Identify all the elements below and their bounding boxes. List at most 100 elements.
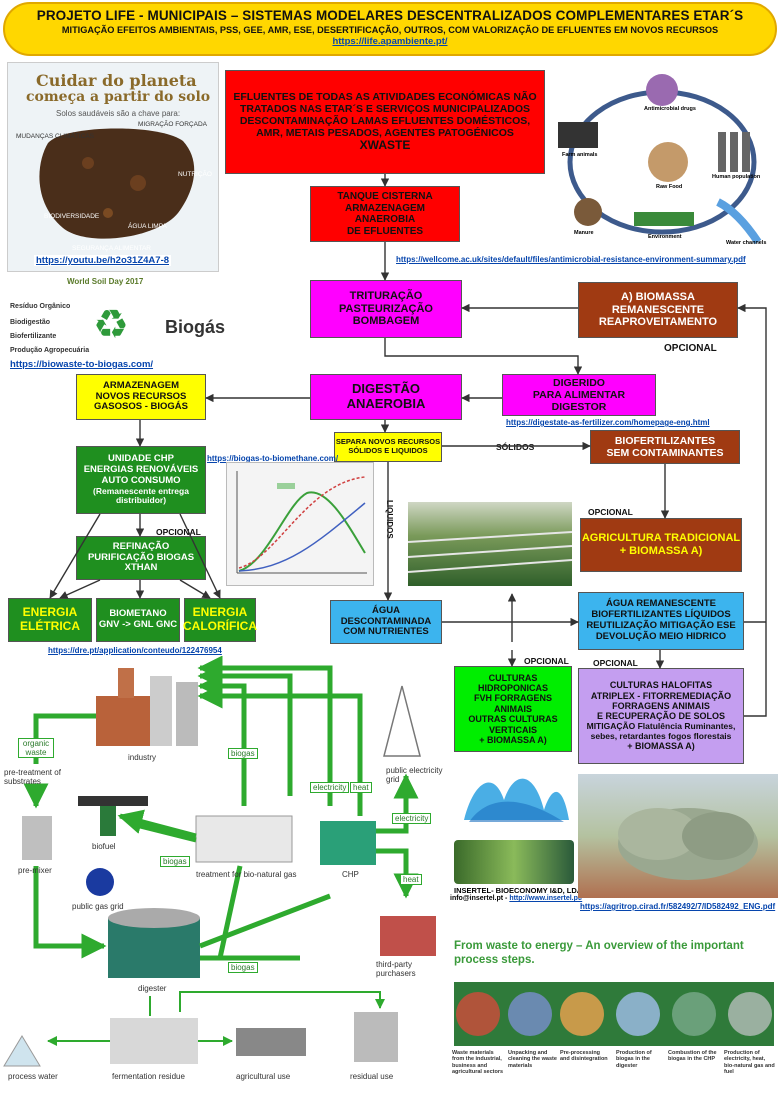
chp-line-3: AUTO CONSUMO [101, 474, 181, 486]
soil-item-2: MIGRAÇÃO FORÇADA [138, 121, 207, 128]
page-subtitle: MITIGAÇÃO EFEITOS AMBIENTAIS, PSS, GEE, … [61, 25, 719, 35]
biowaste-link[interactable]: https://biowaste-to-biogas.com/ [10, 359, 154, 370]
greenhouse-rows [408, 531, 572, 573]
title-banner: PROJETO LIFE - MUNICIPAIS – SISTEMAS MOD… [3, 2, 777, 56]
dre-link[interactable]: https://dre.pt/application/conteudo/1224… [48, 646, 222, 655]
biomass-line-2: REMANESCENTE [611, 303, 705, 316]
agritrop-link[interactable]: https://agritrop.cirad.fr/582492/7/ID582… [580, 902, 776, 911]
insertel-contact: info@insertel.pt - http://www.insertel.p… [450, 895, 582, 902]
energy-heat-line-1: ENERGIA [192, 605, 248, 620]
chp-box: UNIDADE CHP ENERGIAS RENOVÁVEIS AUTO CON… [76, 446, 206, 514]
biogas-graphic: World Soil Day 2017 Resíduo Orgânico Bio… [7, 275, 225, 370]
recycle-icon: ♻ [93, 303, 129, 347]
storage-box: ARMAZENAGEM NOVOS RECURSOS GASOSOS - BIO… [76, 374, 206, 420]
biomass-box: A) BIOMASSA REMANESCENTE REAPROVEITAMENT… [578, 282, 738, 338]
digested-box: DIGERIDO PARA ALIMENTAR DIGESTOR [502, 374, 656, 416]
hydroponic-line-6: VERTICAIS [488, 724, 537, 735]
tank-box: TANQUE CISTERNA ARMAZENAGEM ANAEROBIA DE… [310, 186, 460, 242]
soil-poster-title-1: Cuidar do planeta [36, 71, 197, 90]
remaining-water-box: ÁGUA REMANESCENTE BIOFERTILIZANTES LÍQUI… [578, 592, 744, 650]
page-title: PROJETO LIFE - MUNICIPAIS – SISTEMAS MOD… [36, 8, 744, 23]
hydroponic-line-4: ANIMAIS [494, 703, 532, 714]
label-electricity-2: electricity [392, 813, 432, 824]
halophytes-line-3: FORRAGENS ANIMAIS [612, 701, 710, 712]
biogas-development-curves [236, 471, 367, 574]
label-process-water: process water [8, 1072, 58, 1081]
amr-cycle-image: Antimicrobial drugs Farm animals Human p… [548, 62, 776, 252]
biogas-label: Biogás [165, 317, 226, 337]
optional-label-halo: OPCIONAL [593, 658, 638, 668]
waste-to-energy-title: From waste to energy – An overview of th… [454, 940, 744, 966]
header-link[interactable]: https://life.apambiente.pt/ [332, 36, 448, 47]
storage-line-3: GASOSOS - BIOGÁS [94, 401, 188, 413]
label-biogas-1: biogas [160, 856, 190, 867]
refining-box: REFINAÇÃO PURIFICAÇÃO BIOGAS XTHAN [76, 536, 206, 580]
biogas-step-3: Biofertilizante [10, 333, 57, 340]
tank-line-4: DE EFLUENTES [346, 225, 424, 237]
amr-label-drugs: Antimicrobial drugs [644, 106, 696, 112]
soil-poster-tagline: Solos saudáveis são a chave para: [56, 109, 181, 118]
remaining-water-line-4: DEVOLUÇÃO MEIO HIDRICO [595, 630, 727, 642]
effluents-line-4: AMR, METAIS PESADOS, AGENTES PATOGÉNICOS [256, 127, 514, 140]
waste-step-2: Unpacking and cleaning the waste materia… [508, 1050, 557, 1069]
separate-line-2: SÓLIDOS E LIQUIDOS [348, 446, 428, 455]
label-public-electricity-grid: public electricity grid [386, 766, 443, 784]
soil-item-1: MUDANÇAS CLIMÁTICAS [16, 133, 95, 140]
process-diagram: organic waste pre-treatment of substrate… [0, 656, 450, 1101]
label-heat-2: heat [400, 874, 422, 885]
tank-line-1: TANQUE CISTERNA [337, 191, 433, 202]
halophytes-line-1: CULTURAS HALOFITAS [609, 680, 713, 691]
optional-label-hydro: OPCIONAL [524, 656, 569, 666]
tank-line-2: ARMAZENAGEM [345, 202, 425, 214]
soil-poster-link[interactable]: https://youtu.be/h2o31Z4A7-8 [34, 255, 172, 266]
liquids-label: LIQUIDOS [385, 500, 394, 539]
soil-item-4: BIODIVERSIDADE [44, 213, 100, 220]
label-public-gas-grid: public gas grid [72, 902, 124, 911]
energy-electric-line-1: ENERGIA [22, 605, 78, 620]
label-third-party: third-party purchasers [376, 960, 416, 978]
amr-label-environment: Environment [648, 234, 682, 240]
grinding-line-3: BOMBAGEM [352, 315, 420, 328]
energy-heat-box: ENERGIA CALORÍFICA [183, 598, 257, 642]
hydroponic-line-2: HIDROPONICAS [477, 683, 548, 694]
effluents-line-2: TRATADOS NAS ETAR´S E SERVIÇOS MUNICIPAL… [239, 103, 531, 116]
label-industry: industry [128, 753, 157, 762]
separate-box: SEPARA NOVOS RECURSOS SÓLIDOS E LIQUIDOS [334, 432, 442, 462]
halophytes-line-4: E RECUPERAÇÃO DE SOLOS [596, 711, 726, 722]
water-line-3: COM NUTRIENTES [343, 626, 429, 638]
label-pretreatment: pre-treatment of substrates [4, 768, 61, 786]
digestion-line-2: ANAEROBIA [346, 396, 426, 411]
label-fermentation-residue: fermentation residue [112, 1072, 185, 1081]
biomethane-line-1: BIOMETANO [109, 608, 167, 620]
label-biogas-3: biogas [228, 962, 258, 973]
digested-line-3: DIGESTOR [551, 401, 607, 414]
amr-label-manure: Manure [574, 230, 594, 236]
label-digester: digester [138, 984, 167, 993]
waste-step-6: Production of electricity, heat, bio-nat… [724, 1050, 775, 1075]
biomass-line-1: A) BIOMASSA [621, 291, 695, 304]
biogas-step-2: Biodigestão [10, 319, 51, 326]
label-premixer: pre-mixer [18, 866, 52, 875]
label-treatment: treatment for bio-natural gas [196, 870, 297, 879]
halophyte-bush-image [578, 774, 778, 898]
biomethane-box: BIOMETANO GNV -> GNL GNC [96, 598, 180, 642]
insertel-url[interactable]: http://www.insertel.pt/ [509, 895, 583, 902]
biofert-line-2: SEM CONTAMINANTES [606, 447, 724, 459]
refining-line-2: PURIFICAÇÃO BIOGAS [87, 551, 195, 563]
refining-line-1: REFINAÇÃO [112, 540, 170, 552]
amr-label-water: Water channels [726, 240, 767, 246]
tank-line-3: ANAEROBIA [354, 214, 416, 225]
digestate-link[interactable]: https://digestate-as-fertilizer.com/home… [506, 418, 710, 427]
wellcome-link[interactable]: https://wellcome.ac.uk/sites/default/fil… [396, 255, 746, 264]
digestion-line-1: DIGESTÃO [352, 381, 420, 397]
energy-heat-line-2: CALORÍFICA [183, 619, 257, 633]
biogas-development-chart-image [226, 462, 374, 586]
biofert-box: BIOFERTILIZANTES SEM CONTAMINANTES [590, 430, 740, 464]
amr-label-food: Raw Food [656, 184, 683, 190]
biofert-line-1: BIOFERTILIZANTES [614, 434, 716, 447]
refining-line-3: XTHAN [124, 562, 158, 574]
biomethane-link[interactable]: https://biogas-to-biomethane.com/ [207, 454, 339, 463]
halophytes-line-7: + BIOMASSA A) [627, 741, 695, 752]
water-line-1: ÁGUA [372, 604, 400, 616]
hydroponic-box: CULTURAS HIDROPONICAS FVH FORRAGENS ANIM… [454, 666, 572, 752]
